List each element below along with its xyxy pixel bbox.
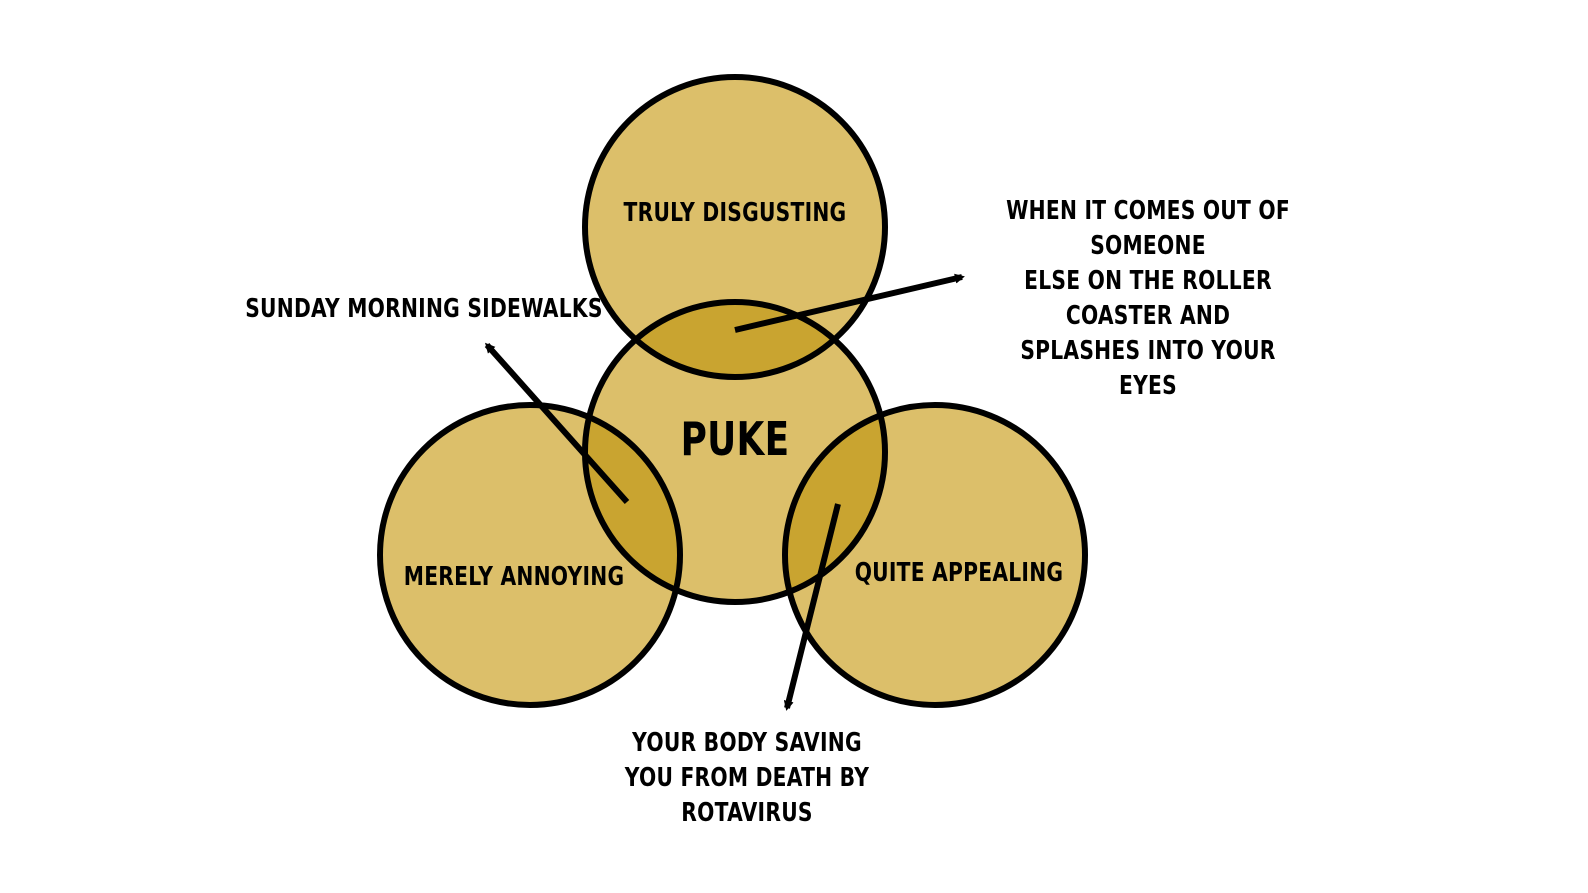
annotation-rotavirus: YOUR BODY SAVING YOU FROM DEATH BY ROTAV… bbox=[624, 728, 870, 828]
annotation-roller-coaster: WHEN IT COMES OUT OF SOMEONE ELSE ON THE… bbox=[1006, 196, 1290, 401]
label-merely-annoying: MERELY ANNOYING bbox=[403, 562, 625, 592]
overlap-puke-appealing bbox=[785, 405, 885, 602]
outline-truly-disgusting bbox=[582, 74, 888, 380]
label-quite-appealing: QUITE APPEALING bbox=[854, 558, 1064, 588]
arrow-to-sunday-sidewalks bbox=[484, 342, 630, 504]
annotation-sunday-sidewalks: SUNDAY MORNING SIDEWALKS bbox=[245, 294, 603, 324]
arrow-to-rotavirus bbox=[783, 503, 841, 711]
outline-merely-annoying bbox=[377, 402, 683, 708]
label-puke: PUKE bbox=[680, 412, 790, 466]
outline-quite-appealing bbox=[782, 402, 1088, 708]
arrow-to-roller-coaster bbox=[734, 273, 965, 333]
label-truly-disgusting: TRULY DISGUSTING bbox=[623, 198, 847, 228]
circle-truly-disgusting bbox=[585, 77, 885, 377]
